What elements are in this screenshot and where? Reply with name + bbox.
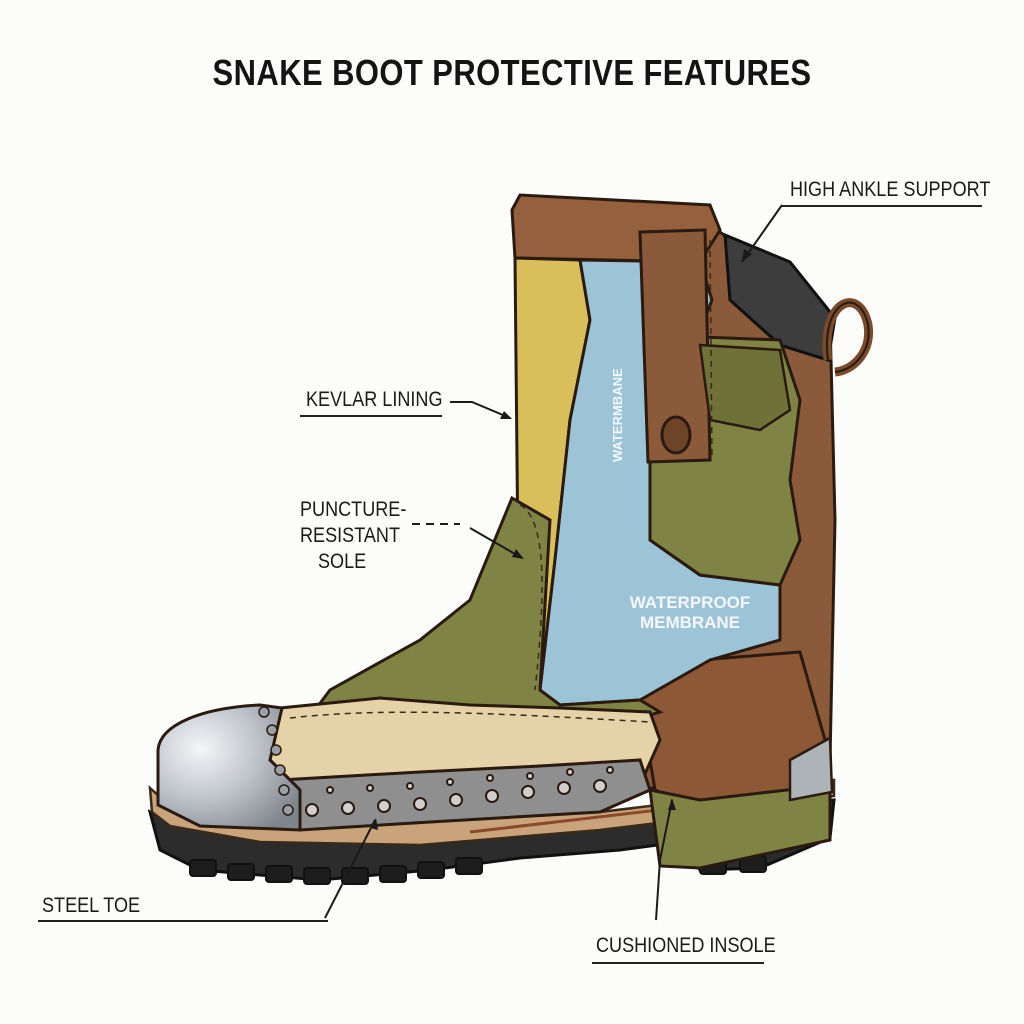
label-kevlar-lining: KEVLAR LINING: [306, 388, 443, 411]
underline-steel-toe: [38, 920, 328, 922]
leader-kevlar: [450, 401, 511, 419]
leader-puncture-arrow: [469, 527, 523, 559]
label-puncture-line2: RESISTANT: [300, 524, 401, 547]
membrane-text-line1: WATERPROOF: [630, 593, 751, 612]
leader-steel-toe: [324, 819, 376, 919]
ankle-strap: [638, 228, 712, 464]
perforation-holes: [305, 766, 614, 817]
toe-rivets: [258, 706, 294, 816]
underline-cushioned: [592, 962, 764, 964]
label-puncture-line3: SOLE: [318, 550, 367, 573]
leader-cushioned: [655, 799, 673, 921]
underline-high-ankle: [782, 205, 982, 207]
heel-guard: [788, 735, 834, 802]
underline-kevlar: [300, 415, 442, 417]
label-cushioned-insole: CUSHIONED INSOLE: [596, 934, 776, 957]
strap-rivet: [660, 415, 692, 455]
leader-lines: [324, 204, 783, 921]
leader-arrowheads: [370, 249, 752, 830]
label-puncture-line1: PUNCTURE-: [300, 498, 407, 521]
label-high-ankle-support: HIGH ANKLE SUPPORT: [790, 178, 991, 201]
membrane-vertical-text: WATERMBANE: [610, 368, 625, 462]
label-steel-toe: STEEL TOE: [42, 894, 141, 917]
diagram-title: SNAKE BOOT PROTECTIVE FEATURES: [212, 52, 812, 93]
steel-toe-cap: [156, 703, 302, 832]
membrane-text-line2: MEMBRANE: [640, 613, 740, 632]
